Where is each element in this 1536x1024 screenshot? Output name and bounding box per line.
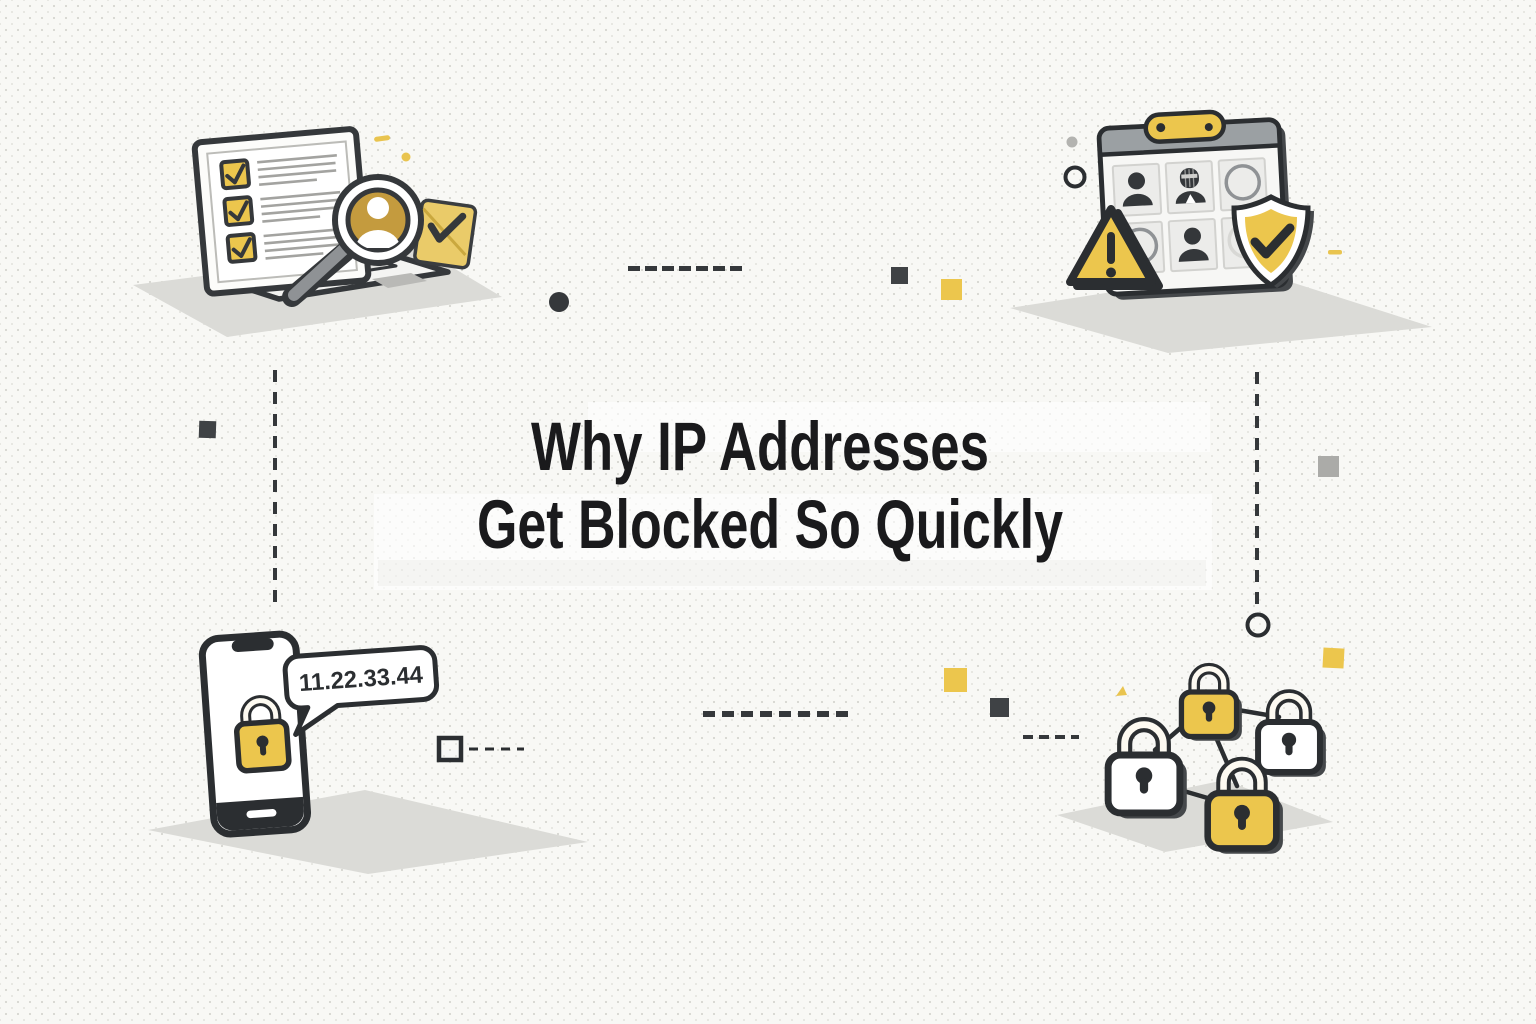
yellow-dash-accent bbox=[1328, 250, 1342, 255]
ground-shadow bbox=[1010, 270, 1432, 353]
yellow-square-accent bbox=[941, 279, 962, 300]
empty-avatar-icon bbox=[1224, 164, 1261, 201]
padlock-icon bbox=[1108, 725, 1187, 819]
dashed-connector-top bbox=[628, 266, 744, 271]
ground-shadow bbox=[1057, 780, 1333, 852]
padlock-icon bbox=[233, 695, 292, 774]
dark-square-accent bbox=[198, 420, 217, 439]
scene-phone-ip-lock: 11.22.33.44 bbox=[148, 630, 588, 874]
title-backdrop-bottom bbox=[374, 494, 1212, 590]
smartphone-icon bbox=[198, 630, 312, 838]
speech-bubble-icon: 11.22.33.44 bbox=[282, 645, 440, 737]
title-line-2: Get Blocked So Quickly bbox=[477, 486, 1063, 563]
dark-dot-accent bbox=[549, 292, 569, 312]
gray-dot-accent bbox=[1066, 136, 1078, 148]
page-title: Why IP Addresses Get Blocked So Quickly bbox=[477, 408, 1063, 563]
yellow-dash-accent bbox=[374, 135, 391, 142]
dark-square-accent bbox=[990, 698, 1009, 717]
title-ghost-noise bbox=[378, 560, 1206, 586]
shield-check-icon bbox=[1231, 194, 1314, 289]
user-avatar-icon bbox=[356, 197, 400, 248]
laptop-screen bbox=[191, 126, 372, 297]
padlock-icon bbox=[1258, 696, 1326, 777]
scene-blocked-ip-network bbox=[1057, 612, 1345, 900]
browser-handle-pill bbox=[1143, 109, 1226, 144]
checklist-checkbox-icon bbox=[219, 158, 258, 264]
touchpad-icon bbox=[372, 273, 427, 288]
title-line-1: Why IP Addresses bbox=[531, 408, 989, 485]
magnifier-user-icon bbox=[282, 174, 424, 307]
verified-mail-icon bbox=[413, 198, 478, 270]
user-avatar-icon bbox=[1178, 227, 1209, 262]
dark-square-accent bbox=[891, 267, 908, 284]
yellow-square-accent bbox=[1322, 647, 1345, 669]
dashed-connector-left bbox=[273, 370, 277, 606]
hacker-avatar-icon bbox=[1175, 168, 1206, 204]
padlock-icon bbox=[1181, 669, 1241, 741]
padlock-icon bbox=[1208, 764, 1283, 854]
warning-triangle-icon bbox=[1066, 205, 1163, 290]
phone-notch bbox=[231, 637, 274, 653]
ring-accent bbox=[1245, 612, 1271, 638]
dashed-accent-small bbox=[1023, 735, 1079, 739]
dashed-connector-right bbox=[1255, 372, 1259, 606]
dashed-connector-bottom bbox=[703, 711, 851, 717]
checklist-text-lines bbox=[257, 154, 344, 260]
scene-user-directory-security bbox=[1010, 109, 1432, 353]
scene-laptop-identity-search bbox=[133, 126, 502, 337]
title-backdrop-top bbox=[588, 402, 1210, 452]
square-outline-accent bbox=[436, 735, 464, 763]
yellow-dot-accent bbox=[401, 152, 411, 162]
yellow-square-accent bbox=[944, 668, 967, 692]
yellow-mark-accent bbox=[1116, 686, 1127, 696]
user-avatar-icon bbox=[1122, 172, 1153, 207]
ring-accent bbox=[1063, 165, 1087, 189]
gray-square-accent bbox=[1318, 456, 1339, 477]
